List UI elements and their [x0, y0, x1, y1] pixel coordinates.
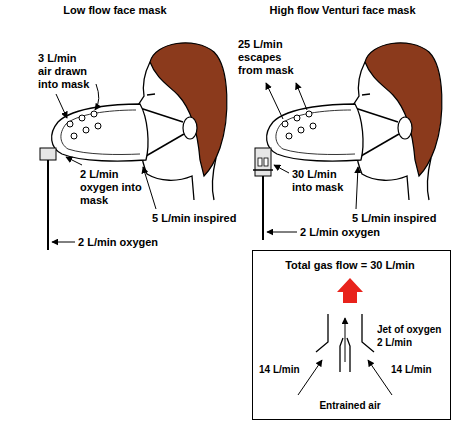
flow-label: 5 L/min inspired	[352, 212, 436, 225]
red-arrow	[337, 278, 363, 303]
flow-label: 14 L/min	[391, 363, 432, 376]
flow-label: 2 L/min oxygen into mask	[80, 168, 148, 207]
flow-arrow	[296, 83, 307, 110]
flow-arrow	[52, 242, 75, 243]
oxygen-nozzle	[347, 338, 350, 372]
inset-box: Total gas flow = 30 L/minJet of oxygen 2…	[252, 250, 451, 420]
flow-arrow	[356, 167, 358, 209]
panel-title: Low flow face mask	[45, 4, 185, 17]
venturi-port	[264, 158, 268, 166]
inset-title: Total gas flow = 30 L/min	[253, 259, 447, 272]
flow-arrow	[266, 83, 283, 119]
flow-label: 2 L/min oxygen	[300, 226, 380, 239]
flow-label: 2 L/min oxygen	[78, 236, 158, 249]
flow-label: 30 L/min into mask	[292, 168, 350, 194]
venturi-port	[258, 158, 262, 166]
flow-label: 5 L/min inspired	[152, 212, 236, 225]
venturi-valve	[255, 148, 271, 176]
mask-connector	[40, 148, 56, 160]
flow-label: Jet of oxygen 2 L/min	[377, 323, 445, 349]
flow-label: 25 L/min escapes from mask	[238, 38, 300, 77]
oxygen-nozzle	[340, 338, 343, 372]
entrain-arrow	[298, 360, 322, 395]
venturi-wall	[316, 314, 328, 352]
flow-arrow	[95, 84, 99, 110]
oxygen-tube	[47, 158, 49, 250]
flow-label: 14 L/min	[259, 363, 300, 376]
flow-arrow	[56, 94, 67, 118]
venturi-band	[253, 169, 273, 171]
flow-label: Entrained air	[253, 399, 447, 412]
jet-arrow	[345, 318, 346, 362]
flow-label: 3 L/min air drawn into mask	[38, 52, 91, 91]
flow-arrow	[274, 165, 289, 173]
entrain-arrow	[368, 360, 392, 395]
oxygen-tube	[262, 176, 264, 240]
venturi-wall	[362, 314, 374, 352]
flow-arrow	[143, 167, 156, 209]
flow-arrow	[267, 232, 297, 233]
panel-title: High flow Venturi face mask	[245, 4, 440, 17]
flow-arrow	[66, 157, 82, 165]
